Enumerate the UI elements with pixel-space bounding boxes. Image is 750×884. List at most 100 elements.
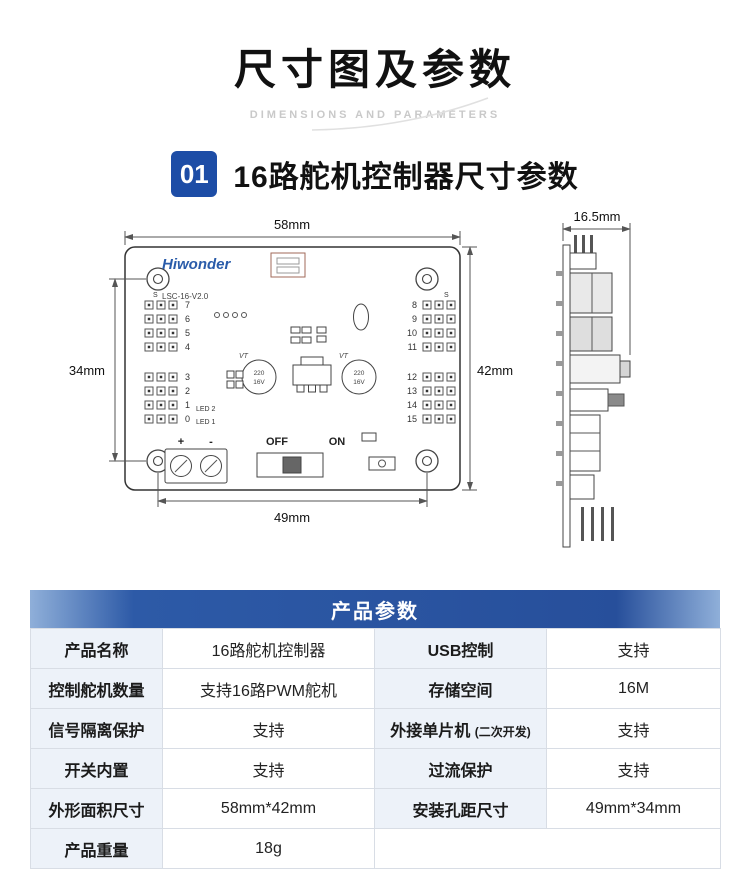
dimension-hole-pitch-horizontal: 49mm (157, 473, 428, 525)
pin-number: 1 (185, 400, 190, 410)
param-value: 16路舵机控制器 (162, 628, 375, 669)
svg-text:+: + (178, 436, 184, 448)
pin-number: 14 (407, 400, 417, 410)
param-value: 18g (162, 828, 375, 869)
dimension-diagram: Hiwonder LSC-16-V2.0 S 7 6 5 4 3 2 1 (25, 205, 725, 570)
push-button (368, 456, 396, 471)
param-label: 控制舵机数量 (30, 668, 163, 709)
table-row: 外形面积尺寸 58mm*42mm 安装孔距尺寸 49mm*34mm (30, 788, 721, 829)
pin-number: 10 (407, 328, 417, 338)
param-label: 产品名称 (30, 628, 163, 669)
power-switch: OFF ON (256, 436, 346, 478)
empty-cell (374, 828, 721, 869)
svg-text:34mm: 34mm (69, 363, 105, 378)
dimension-board-height: 42mm (462, 246, 513, 491)
param-value: 16M (546, 668, 721, 709)
indicator-pads (214, 312, 247, 318)
pin-number: 8 (412, 300, 417, 310)
section-number-badge: 01 (171, 151, 218, 197)
table-row: 信号隔离保护 支持 外接单片机 (二次开发) 支持 (30, 708, 721, 749)
smd-component (361, 432, 377, 442)
bottom-pins (581, 507, 614, 541)
param-value: 58mm*42mm (162, 788, 375, 829)
off-label: OFF (266, 436, 288, 448)
usb-connector (270, 252, 306, 278)
param-value: 支持 (546, 748, 721, 789)
product-parameters: 产品参数 产品名称 16路舵机控制器 USB控制 支持 控制舵机数量 支持16路… (30, 590, 721, 869)
terminal-profile (569, 414, 601, 500)
component-block-profile (569, 354, 631, 384)
page-header: 尺寸图及参数 DIMENSIONS AND PARAMETERS (0, 0, 750, 131)
param-value: 支持 (546, 628, 721, 669)
page-subtitle: DIMENSIONS AND PARAMETERS (249, 109, 501, 121)
param-label: USB控制 (374, 628, 547, 669)
table-row: 控制舵机数量 支持16路PWM舵机 存储空间 16M (30, 668, 721, 709)
top-pins (574, 235, 593, 253)
mounting-hole (415, 267, 439, 291)
smd-components (226, 326, 327, 389)
pin-number: 4 (185, 342, 190, 352)
led1-label: LED 1 (196, 419, 216, 426)
voltage-regulator (292, 356, 332, 393)
svg-text:VT: VT (239, 353, 249, 360)
svg-text:58mm: 58mm (274, 217, 310, 232)
param-label: 安装孔距尺寸 (374, 788, 547, 829)
pin-number: 15 (407, 414, 417, 424)
param-label-note: (二次开发) (474, 724, 531, 739)
param-value: 支持 (546, 708, 721, 749)
pin-number: 7 (185, 300, 190, 310)
param-label: 信号隔离保护 (30, 708, 163, 749)
pin-number: 6 (185, 314, 190, 324)
svg-text:220: 220 (354, 370, 365, 377)
svg-text:220: 220 (254, 370, 265, 377)
brand-logo: Hiwonder (162, 256, 231, 273)
crystal-oscillator (353, 303, 369, 331)
dimension-side-width: 16.5mm (562, 209, 631, 355)
signal-label: S (444, 292, 449, 299)
pin-number: 13 (407, 386, 417, 396)
mounting-hole (415, 449, 439, 473)
param-label: 存储空间 (374, 668, 547, 709)
table-row: 开关内置 支持 过流保护 支持 (30, 748, 721, 789)
pin-number: 0 (185, 414, 190, 424)
on-label: ON (329, 436, 346, 448)
param-value: 支持16路PWM舵机 (162, 668, 375, 709)
pin-number: 3 (185, 372, 190, 382)
power-terminal-block: + - (164, 436, 228, 484)
servo-pin-field-left: S 7 6 5 4 3 2 1 0 LED 2 LED 1 (144, 292, 216, 426)
param-value: 支持 (162, 708, 375, 749)
pcb-front-view: Hiwonder LSC-16-V2.0 S 7 6 5 4 3 2 1 (124, 246, 461, 491)
param-label: 过流保护 (374, 748, 547, 789)
param-value: 支持 (162, 748, 375, 789)
solder-pads (556, 271, 563, 486)
param-value: 49mm*34mm (546, 788, 721, 829)
params-table: 产品名称 16路舵机控制器 USB控制 支持 控制舵机数量 支持16路PWM舵机… (30, 628, 721, 869)
pin-header-profile (569, 272, 613, 352)
capacitor: VT 220 16V (239, 353, 277, 395)
pin-number: 11 (408, 342, 417, 352)
page-title: 尺寸图及参数 (233, 46, 516, 93)
dimension-hole-pitch-vertical: 34mm (69, 278, 146, 462)
svg-text:16V: 16V (353, 379, 365, 386)
table-title: 产品参数 (30, 590, 720, 628)
pin-number: 12 (407, 372, 417, 382)
svg-text:16.5mm: 16.5mm (574, 209, 621, 224)
connector-profile (569, 252, 597, 270)
dimension-board-width: 58mm (124, 217, 461, 245)
section-title: 16路舵机控制器尺寸参数 (233, 161, 579, 194)
svg-text:VT: VT (339, 353, 349, 360)
param-label: 外接单片机 (二次开发) (374, 708, 547, 749)
svg-text:49mm: 49mm (274, 510, 310, 525)
svg-text:16V: 16V (253, 379, 265, 386)
param-label: 开关内置 (30, 748, 163, 789)
pin-number: 5 (185, 328, 190, 338)
pin-number: 2 (185, 386, 190, 396)
table-row: 产品重量 18g (30, 828, 721, 869)
param-label: 外形面积尺寸 (30, 788, 163, 829)
board-model: LSC-16-V2.0 (162, 292, 209, 301)
svg-text:42mm: 42mm (477, 363, 513, 378)
section-header: 01 16路舵机控制器尺寸参数 (0, 151, 750, 197)
pcb-side-view (556, 235, 631, 548)
svg-text:-: - (209, 436, 213, 448)
servo-pin-field-right: S 8 9 10 11 12 13 14 15 (407, 292, 456, 424)
